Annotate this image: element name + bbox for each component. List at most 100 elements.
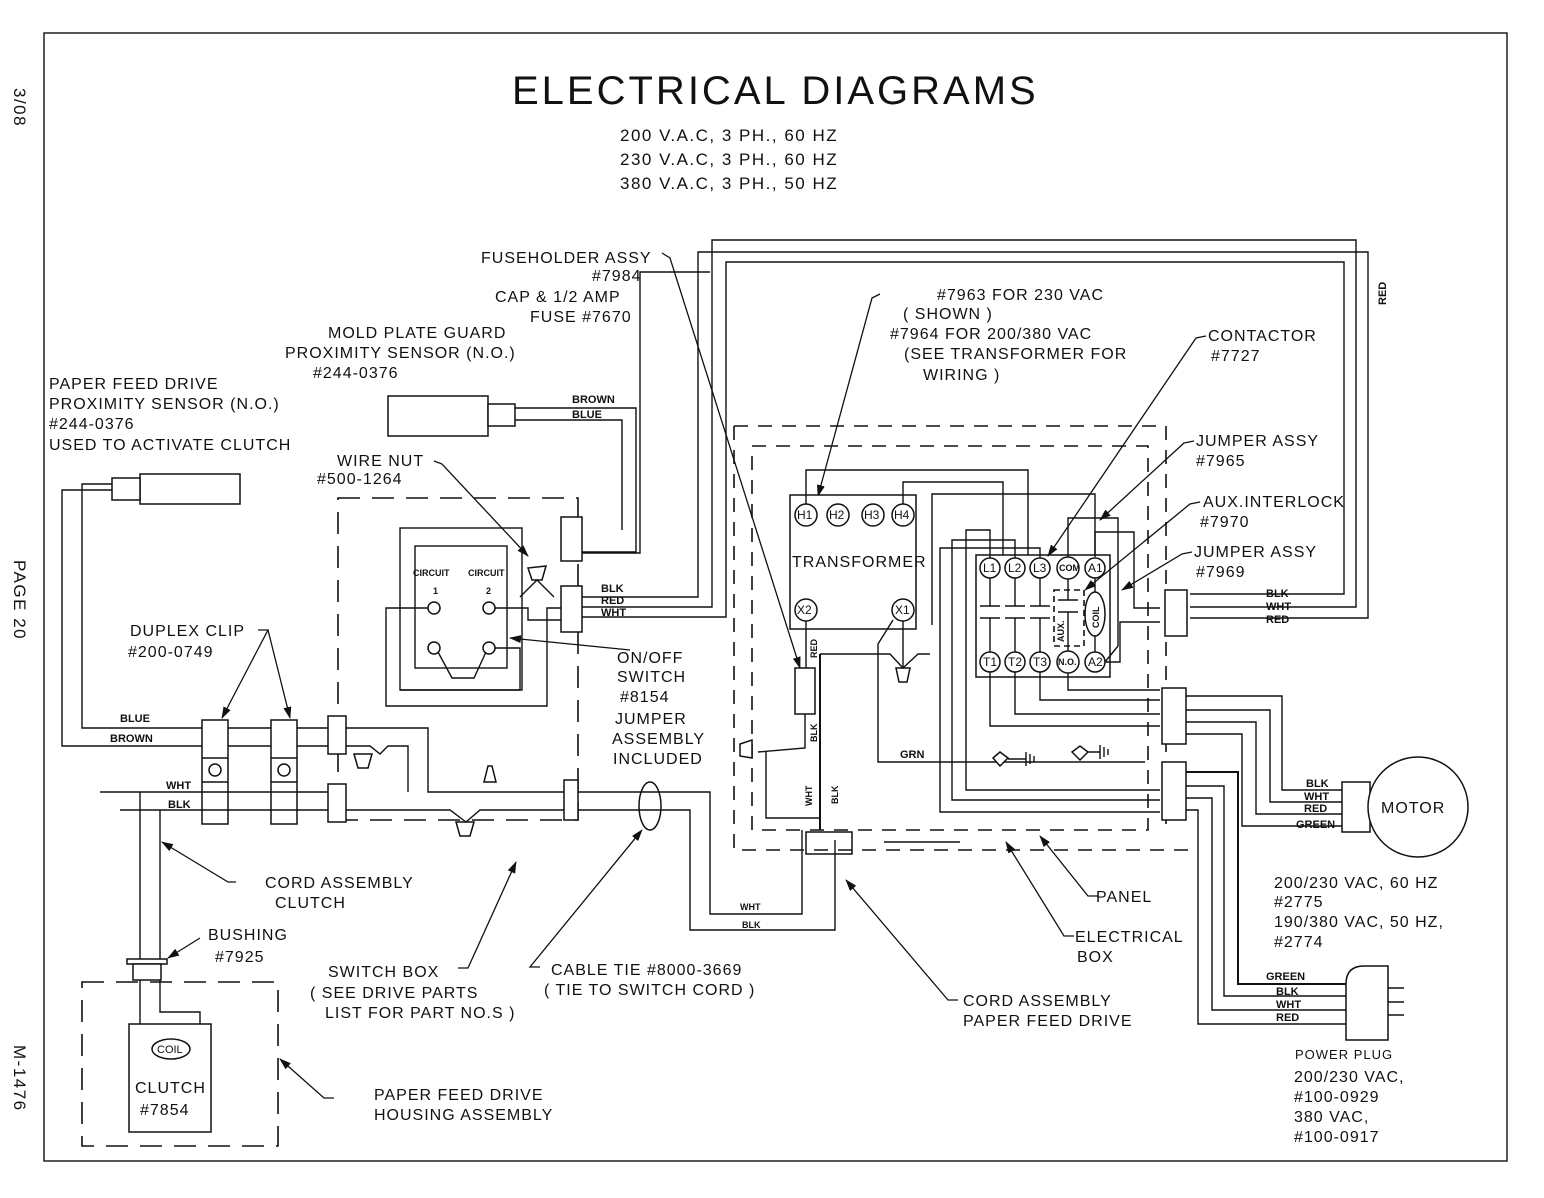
svg-text:TRANSFORMER: TRANSFORMER	[792, 554, 927, 571]
svg-text:CLUTCH: CLUTCH	[275, 895, 346, 912]
svg-text:COIL: COIL	[1091, 606, 1101, 628]
rating-line: 230 V.A.C, 3 PH., 60 HZ	[620, 150, 838, 169]
terminal-h1: H1	[794, 503, 818, 527]
wire	[765, 752, 820, 819]
connector	[805, 831, 853, 855]
svg-text:CORD ASSEMBLY: CORD ASSEMBLY	[265, 875, 414, 892]
svg-text:CAP & 1/2 AMP: CAP & 1/2 AMP	[495, 289, 621, 306]
clutch-cord	[139, 792, 150, 1053]
label-motor-spec: 200/230 VAC, 60 HZ #2775 190/380 VAC, 50…	[1274, 875, 1443, 951]
wire-label: RED	[601, 595, 624, 607]
terminal-t2: T2	[1004, 651, 1026, 673]
transformer: TRANSFORMER H1 H2 H3 H4 X2 X1	[789, 494, 927, 630]
label-bushing: BUSHING #7925	[208, 927, 287, 966]
svg-text:#244-0376: #244-0376	[313, 365, 399, 382]
wire	[519, 579, 555, 598]
wire-green	[1186, 733, 1342, 827]
svg-text:T2: T2	[1008, 655, 1022, 669]
wire-label: GREEN	[1296, 819, 1335, 831]
svg-text:T1: T1	[983, 655, 997, 669]
duplex-clip	[270, 719, 298, 825]
svg-text:A1: A1	[1088, 561, 1103, 575]
housing-leader	[279, 1058, 334, 1099]
svg-text:#2774: #2774	[1274, 934, 1324, 951]
wire-label: BLK	[830, 785, 840, 804]
svg-text:#7969: #7969	[1196, 564, 1246, 581]
svg-text:(SEE TRANSFORMER FOR: (SEE TRANSFORMER FOR	[904, 346, 1127, 363]
wire	[346, 727, 803, 915]
svg-text:L1: L1	[983, 561, 997, 575]
terminal-h2: H2	[826, 503, 850, 527]
wire-blk	[1186, 695, 1342, 791]
margin-date: 3/08	[10, 88, 29, 127]
svg-text:MOTOR: MOTOR	[1381, 800, 1445, 817]
svg-text:AUX.INTERLOCK: AUX.INTERLOCK	[1203, 494, 1345, 511]
wire-red	[1186, 721, 1342, 815]
svg-text:ON/OFF: ON/OFF	[617, 650, 683, 667]
wire-nut-leader	[433, 460, 529, 557]
wire-grn	[877, 619, 1145, 763]
wire	[951, 539, 1160, 801]
svg-text:380 VAC,: 380 VAC,	[1294, 1109, 1369, 1126]
svg-text:H3: H3	[864, 508, 880, 522]
svg-text:PAPER FEED DRIVE: PAPER FEED DRIVE	[49, 376, 219, 393]
wire	[1067, 517, 1119, 663]
svg-text:JUMPER ASSY: JUMPER ASSY	[1196, 433, 1319, 450]
switch-box-leader	[458, 861, 517, 969]
wire-label: BLK	[742, 920, 761, 930]
svg-text:#100-0929: #100-0929	[1294, 1089, 1380, 1106]
bushing-leader	[167, 937, 201, 959]
terminal-l2: L2	[1004, 557, 1026, 579]
connector	[1161, 687, 1187, 745]
label-mold-sensor: MOLD PLATE GUARD PROXIMITY SENSOR (N.O.)…	[285, 325, 516, 382]
svg-text:WIRE NUT: WIRE NUT	[337, 453, 424, 470]
wire	[1067, 673, 1160, 691]
label-housing: PAPER FEED DRIVE HOUSING ASSEMBLY	[374, 1087, 552, 1124]
svg-text:H1: H1	[797, 508, 813, 522]
terminal-t1: T1	[979, 651, 1001, 673]
svg-text:USED TO ACTIVATE CLUTCH: USED TO ACTIVATE CLUTCH	[49, 437, 291, 454]
svg-text:INCLUDED: INCLUDED	[613, 751, 703, 768]
wire-wht	[582, 261, 1345, 618]
svg-text:FUSEHOLDER ASSY: FUSEHOLDER ASSY	[481, 250, 652, 267]
ground-symbol-icon	[991, 751, 1035, 768]
svg-text:CLUTCH: CLUTCH	[135, 1080, 206, 1097]
svg-text:#7964 FOR 200/380 VAC: #7964 FOR 200/380 VAC	[890, 326, 1092, 343]
svg-text:PROXIMITY SENSOR (N.O.): PROXIMITY SENSOR (N.O.)	[49, 396, 280, 413]
terminal-l1: L1	[979, 557, 1001, 579]
svg-text:PAPER FEED DRIVE: PAPER FEED DRIVE	[374, 1087, 544, 1104]
wire-wht	[1186, 797, 1346, 1011]
svg-text:COIL: COIL	[157, 1044, 183, 1056]
wire-label: BROWN	[110, 733, 153, 745]
onoff-switch: CIRCUIT CIRCUIT 1 2	[385, 527, 578, 707]
svg-text:AUX.: AUX.	[1056, 620, 1066, 642]
svg-text:ELECTRICAL: ELECTRICAL	[1075, 929, 1184, 946]
label-wire-nut: WIRE NUT #500-1264	[317, 453, 424, 488]
svg-text:( TIE TO SWITCH CORD ): ( TIE TO SWITCH CORD )	[544, 982, 755, 999]
label-cord-clutch: CORD ASSEMBLY CLUTCH	[265, 875, 414, 912]
wire-label: RED	[1276, 1012, 1299, 1024]
wire-red	[582, 239, 1357, 608]
svg-text:( SHOWN ): ( SHOWN )	[903, 306, 993, 323]
contactor: L1 L2 L3 COM A1 T1 T2 T3 N.O. A2 AUX. CO…	[975, 554, 1111, 678]
housing-assembly-outline	[81, 981, 279, 1147]
svg-text:MOLD PLATE GUARD: MOLD PLATE GUARD	[328, 325, 506, 342]
wire-label: BLK	[1266, 588, 1289, 600]
wire-label: WHT	[1266, 601, 1291, 613]
label-onoff: ON/OFF SWITCH #8154 JUMPER ASSEMBLY INCL…	[612, 650, 704, 768]
feed-drive-sensor: BLUE BROWN	[61, 473, 330, 747]
svg-text:#7727: #7727	[1211, 348, 1261, 365]
cable-tie-leader	[528, 829, 643, 968]
label-aux-interlock: AUX.INTERLOCK #7970	[1200, 494, 1345, 531]
label-duplex-clip: DUPLEX CLIP #200-0749	[128, 623, 244, 661]
wire-label: WHT	[740, 902, 761, 912]
svg-text:PROXIMITY SENSOR (N.O.): PROXIMITY SENSOR (N.O.)	[285, 345, 516, 362]
electrical-box-leader	[1005, 841, 1074, 937]
wire	[989, 672, 1160, 727]
wire-label-red: RED	[1377, 282, 1389, 305]
label-power-plug: POWER PLUG 200/230 VAC, #100-0929 380 VA…	[1294, 1047, 1403, 1146]
svg-text:POWER PLUG: POWER PLUG	[1295, 1047, 1393, 1062]
fuse	[794, 667, 816, 715]
svg-text:SWITCH: SWITCH	[617, 669, 686, 686]
aux-interlock-leader	[1084, 501, 1201, 591]
